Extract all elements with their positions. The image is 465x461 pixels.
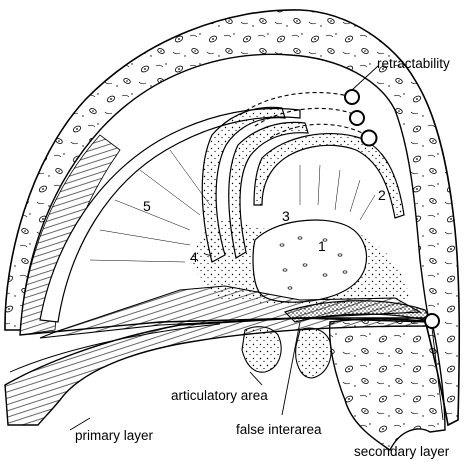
circle-1	[345, 90, 359, 104]
circle-2	[350, 111, 364, 125]
label-retractability: retractability	[377, 56, 450, 71]
label-articulatory-area: articulatory area	[171, 388, 268, 403]
label-5: 5	[143, 198, 151, 214]
lower-secondary-layer	[330, 319, 445, 450]
label-3: 3	[282, 208, 290, 224]
circle-4	[425, 314, 439, 328]
label-1: 1	[318, 238, 326, 254]
circle-3	[362, 131, 377, 146]
label-false-interarea: false interarea	[236, 422, 322, 437]
false-interarea-lobe	[296, 328, 331, 378]
label-secondary-layer: secondary layer	[354, 444, 450, 459]
label-2: 2	[378, 187, 386, 203]
label-4: 4	[190, 249, 198, 265]
label-primary-layer: primary layer	[75, 428, 154, 443]
